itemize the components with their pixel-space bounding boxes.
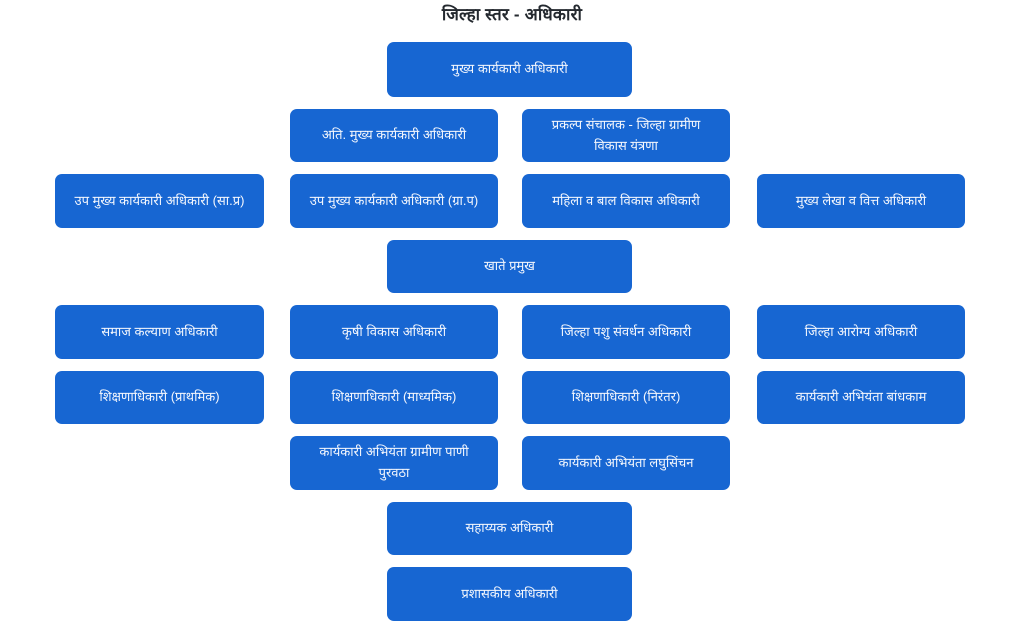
org-node-dy-ceo-general-admin[interactable]: उप मुख्य कार्यकारी अधिकारी (सा.प्र): [55, 174, 264, 228]
org-node-executive-engineer-rural-water-supply[interactable]: कार्यकारी अभियंता ग्रामीण पाणी पुरवठा: [290, 436, 498, 490]
org-node-education-officer-primary[interactable]: शिक्षणाधिकारी (प्राथमिक): [55, 371, 264, 424]
org-node-agriculture-dev-officer[interactable]: कृषी विकास अधिकारी: [290, 305, 498, 359]
org-node-assistant-officer[interactable]: सहाय्यक अधिकारी: [387, 502, 632, 555]
org-node-addl-chief-executive-officer[interactable]: अति. मुख्य कार्यकारी अधिकारी: [290, 109, 498, 162]
org-node-education-officer-continuing[interactable]: शिक्षणाधिकारी (निरंतर): [522, 371, 730, 424]
org-node-administrative-officer[interactable]: प्रशासकीय अधिकारी: [387, 567, 632, 621]
org-node-chief-accounts-finance-officer[interactable]: मुख्य लेखा व वित्त अधिकारी: [757, 174, 965, 228]
org-node-executive-engineer-minor-irrigation[interactable]: कार्यकारी अभियंता लघुसिंचन: [522, 436, 730, 490]
org-node-department-heads[interactable]: खाते प्रमुख: [387, 240, 632, 293]
org-node-district-animal-husbandry-officer[interactable]: जिल्हा पशु संवर्धन अधिकारी: [522, 305, 730, 359]
org-node-women-child-dev-officer[interactable]: महिला व बाल विकास अधिकारी: [522, 174, 730, 228]
page-title: जिल्हा स्तर - अधिकारी: [441, 5, 583, 24]
org-node-chief-executive-officer[interactable]: मुख्य कार्यकारी अधिकारी: [387, 42, 632, 97]
org-node-project-director-drda[interactable]: प्रकल्प संचालक - जिल्हा ग्रामीण विकास यं…: [522, 109, 730, 162]
org-node-education-officer-secondary[interactable]: शिक्षणाधिकारी (माध्यमिक): [290, 371, 498, 424]
org-node-district-health-officer[interactable]: जिल्हा आरोग्य अधिकारी: [757, 305, 965, 359]
org-node-executive-engineer-construction[interactable]: कार्यकारी अभियंता बांधकाम: [757, 371, 965, 424]
org-node-social-welfare-officer[interactable]: समाज कल्याण अधिकारी: [55, 305, 264, 359]
org-node-dy-ceo-gram-panchayat[interactable]: उप मुख्य कार्यकारी अधिकारी (ग्रा.प): [290, 174, 498, 228]
